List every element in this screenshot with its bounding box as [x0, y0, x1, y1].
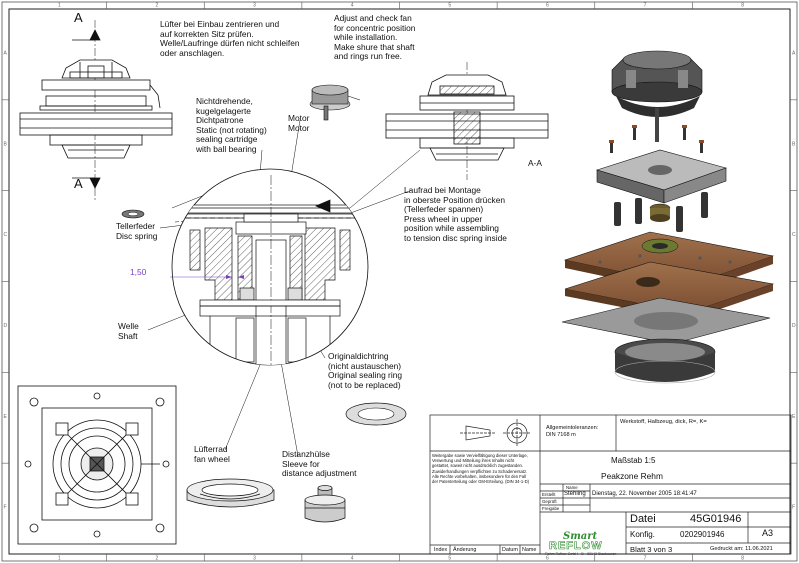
sleeve-icon	[304, 485, 346, 523]
grid-row-label: E	[4, 414, 8, 420]
grid-column-label: 6	[546, 3, 549, 9]
row-created: Erstellt	[542, 492, 556, 497]
section-view-label: A-A	[528, 158, 542, 168]
grid-column-label: 8	[741, 3, 744, 9]
grid-row-label: C	[792, 232, 796, 238]
grid-column-label: 2	[155, 3, 158, 9]
row-released: Freigabe	[542, 506, 560, 511]
grid-column-label: 8	[741, 556, 744, 562]
grid-row-label: F	[792, 505, 795, 511]
detail-cross-section	[170, 168, 369, 366]
fan-wheel-icon	[186, 478, 275, 508]
shaft-label: Welle Shaft	[118, 321, 139, 341]
grid-column-label: 6	[546, 556, 549, 562]
created-date: Dienstag, 22. November 2005 18:41:47	[592, 491, 697, 497]
author-name: Stehling	[564, 491, 586, 497]
dimension-value: 1,50	[130, 267, 147, 277]
smart-reflow-logo: Smart REFLOW Rehm Reflow GmbH • D - 8914…	[545, 531, 627, 557]
sealing-ring-icon	[345, 402, 407, 426]
grid-column-label: 5	[448, 556, 451, 562]
grid-row-label: A	[792, 50, 796, 56]
copyright-notice: Weitergabe sowie Vervielfältigung dieser…	[432, 453, 530, 485]
section-aa-view	[385, 62, 549, 180]
material-text: Werkstoff, Halbzeug, dick, R=, K=	[620, 419, 707, 425]
revision-index-header: Index	[434, 547, 448, 553]
grid-row-label: D	[792, 323, 796, 329]
disc-spring-label: Tellerfeder Disc spring	[116, 221, 158, 241]
logo-reflow-text: REFLOW	[549, 540, 603, 553]
grid-column-label: 4	[351, 3, 354, 9]
centering-note-english: Adjust and check fan for concentric posi…	[334, 13, 416, 62]
revision-date-header: Datum	[502, 547, 518, 553]
motor-label: Motor Motor	[288, 113, 310, 133]
grid-row-label: B	[792, 141, 796, 147]
section-letter-bottom: A	[74, 176, 83, 191]
grid-column-label: 7	[644, 3, 647, 9]
grid-column-label: 1	[58, 556, 61, 562]
grid-row-label: B	[4, 141, 8, 147]
disc-spring-icon	[121, 209, 145, 219]
sealing-ring-label: Originaldichtring (nicht austauschen) Or…	[328, 351, 403, 390]
fan-wheel-label: Lüfterrad fan wheel	[194, 444, 230, 464]
grid-row-label: F	[4, 505, 7, 511]
logo-company-text: Rehm Reflow GmbH • D - 89143 Blaubeuren	[545, 552, 617, 556]
file-label: Datei	[630, 513, 656, 525]
grid-row-label: D	[4, 323, 8, 329]
grid-column-label: 4	[351, 556, 354, 562]
grid-column-label: 7	[644, 556, 647, 562]
row-checked: Geprüft	[542, 499, 557, 504]
sleeve-label: Distanzhülse Sleeve for distance adjustm…	[282, 449, 357, 479]
revision-change-header: Änderung	[453, 547, 477, 553]
grid-row-label: C	[4, 232, 8, 238]
print-date: Gedruckt am: 11.06.2021	[710, 546, 773, 552]
config-label: Konfig.	[630, 530, 655, 539]
scale-text: Maßstab 1:5	[611, 456, 656, 465]
file-number: 45G01946	[690, 513, 742, 525]
config-number: 0202901946	[680, 530, 725, 539]
grid-row-label: A	[4, 50, 8, 56]
exploded-assembly-view	[561, 50, 775, 384]
section-letter-top: A	[74, 10, 83, 25]
fan-elevation-view	[19, 20, 173, 200]
drawing-name: Peakzone Rehm	[601, 471, 663, 481]
revision-name-header: Name	[522, 547, 537, 553]
logo-smart-text: Smart	[563, 531, 598, 542]
paper-format: A3	[762, 528, 774, 538]
sheet-number: Blatt 3 von 3	[630, 545, 673, 554]
centering-note-german: Lüfter bei Einbau zentrieren und auf kor…	[160, 19, 300, 58]
grid-row-label: E	[792, 414, 796, 420]
tolerances-text: Allgemeintoleranzen: DIN 7168 m	[546, 425, 599, 438]
cartridge-label: Nichtdrehende, kugelgelagerte Dichtpatro…	[196, 96, 267, 154]
press-wheel-note: Laufrad bei Montage in oberste Position …	[404, 185, 507, 243]
grid-column-label: 1	[58, 3, 61, 9]
motor-thumbnail	[309, 84, 361, 121]
grid-column-label: 3	[253, 3, 256, 9]
title-block	[429, 414, 792, 555]
grid-column-label: 3	[253, 556, 256, 562]
fan-top-view	[17, 385, 177, 545]
col-name-header: Name	[566, 485, 578, 490]
grid-column-label: 2	[155, 556, 158, 562]
grid-column-label: 5	[448, 3, 451, 9]
